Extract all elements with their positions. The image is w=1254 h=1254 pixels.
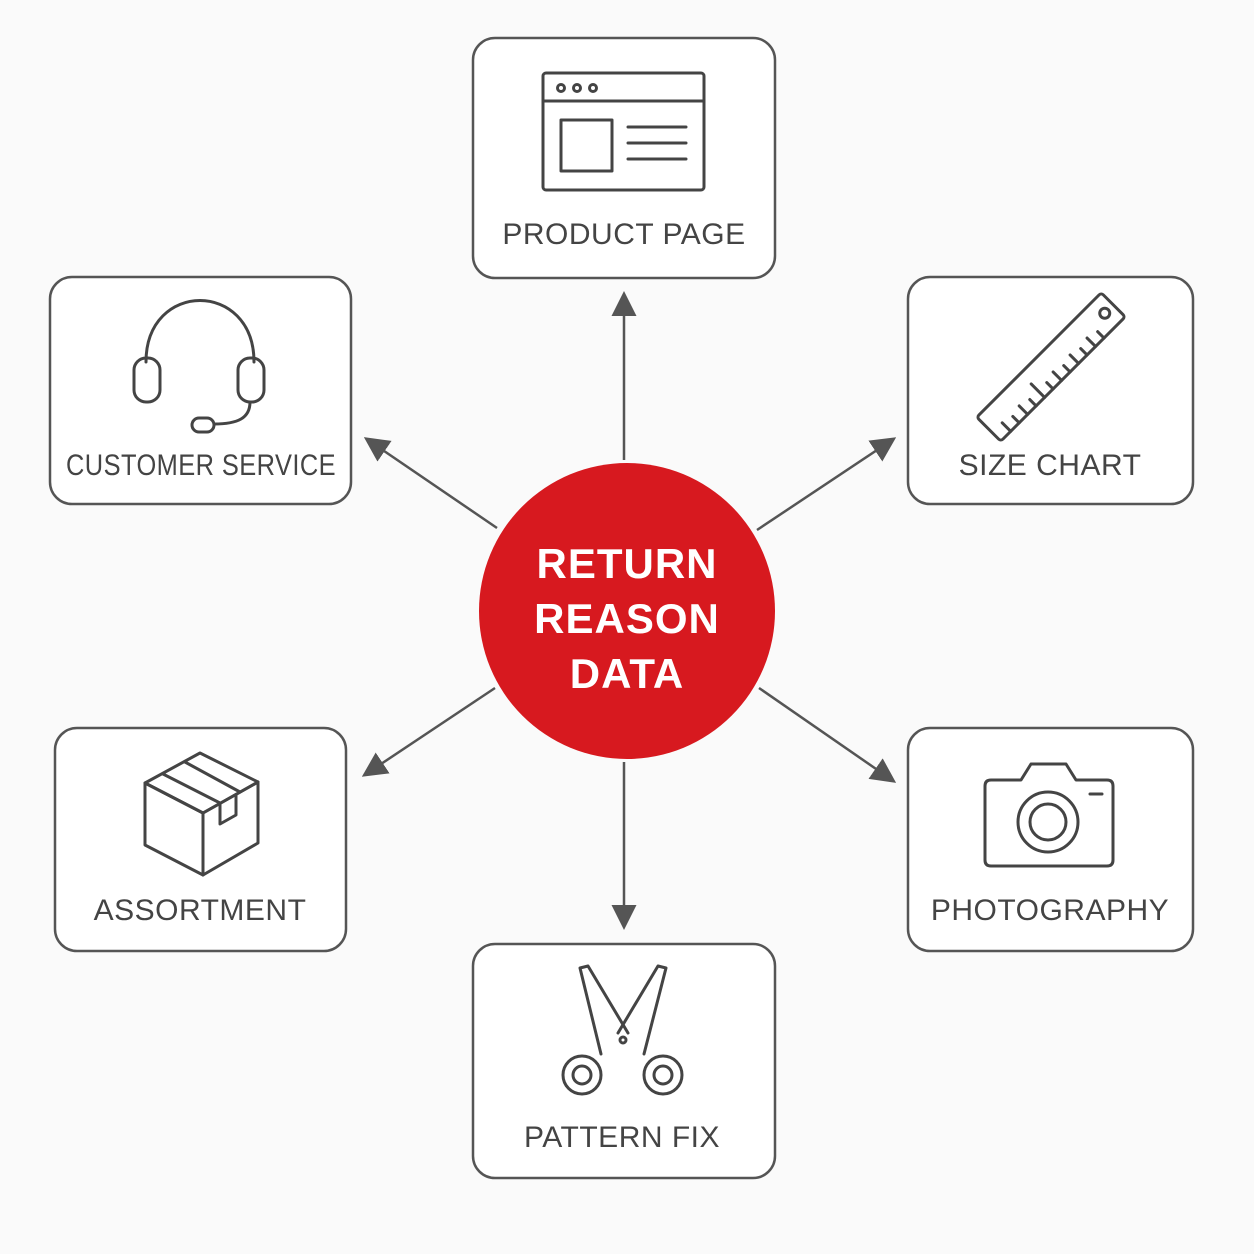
- camera-icon: [983, 762, 1115, 868]
- product-page-label: PRODUCT PAGE: [502, 218, 745, 251]
- customer-service-label: CUSTOMER SERVICE: [66, 449, 336, 482]
- arrow-to-size-chart: [756, 437, 897, 532]
- ruler-icon: [976, 292, 1126, 442]
- box-icon: [143, 751, 260, 877]
- pattern-fix-label: PATTERN FIX: [524, 1121, 720, 1154]
- headset-icon: [132, 299, 266, 434]
- center-line-1: RETURN: [537, 540, 718, 587]
- assortment-label: ASSORTMENT: [94, 894, 307, 927]
- connectors: [361, 291, 897, 930]
- node-product-page: PRODUCT PAGE: [471, 36, 777, 280]
- arrow-to-photography: [758, 686, 897, 783]
- center-line-2: REASON: [534, 595, 720, 642]
- size-chart-label: SIZE CHART: [959, 449, 1142, 482]
- node-customer-service: CUSTOMER SERVICE: [48, 275, 353, 506]
- center-hub: RETURN REASON DATA: [479, 463, 775, 759]
- node-photography: PHOTOGRAPHY: [906, 726, 1195, 953]
- scissors-icon: [561, 964, 684, 1096]
- center-line-3: DATA: [570, 650, 684, 697]
- arrow-to-customer-service: [363, 437, 498, 530]
- photography-label: PHOTOGRAPHY: [931, 894, 1169, 927]
- center-circle: [479, 463, 775, 759]
- node-assortment: ASSORTMENT: [53, 726, 348, 953]
- arrow-to-assortment: [361, 686, 496, 777]
- node-size-chart: SIZE CHART: [906, 275, 1195, 506]
- browser-window-icon: [541, 71, 706, 192]
- node-pattern-fix: PATTERN FIX: [471, 942, 777, 1180]
